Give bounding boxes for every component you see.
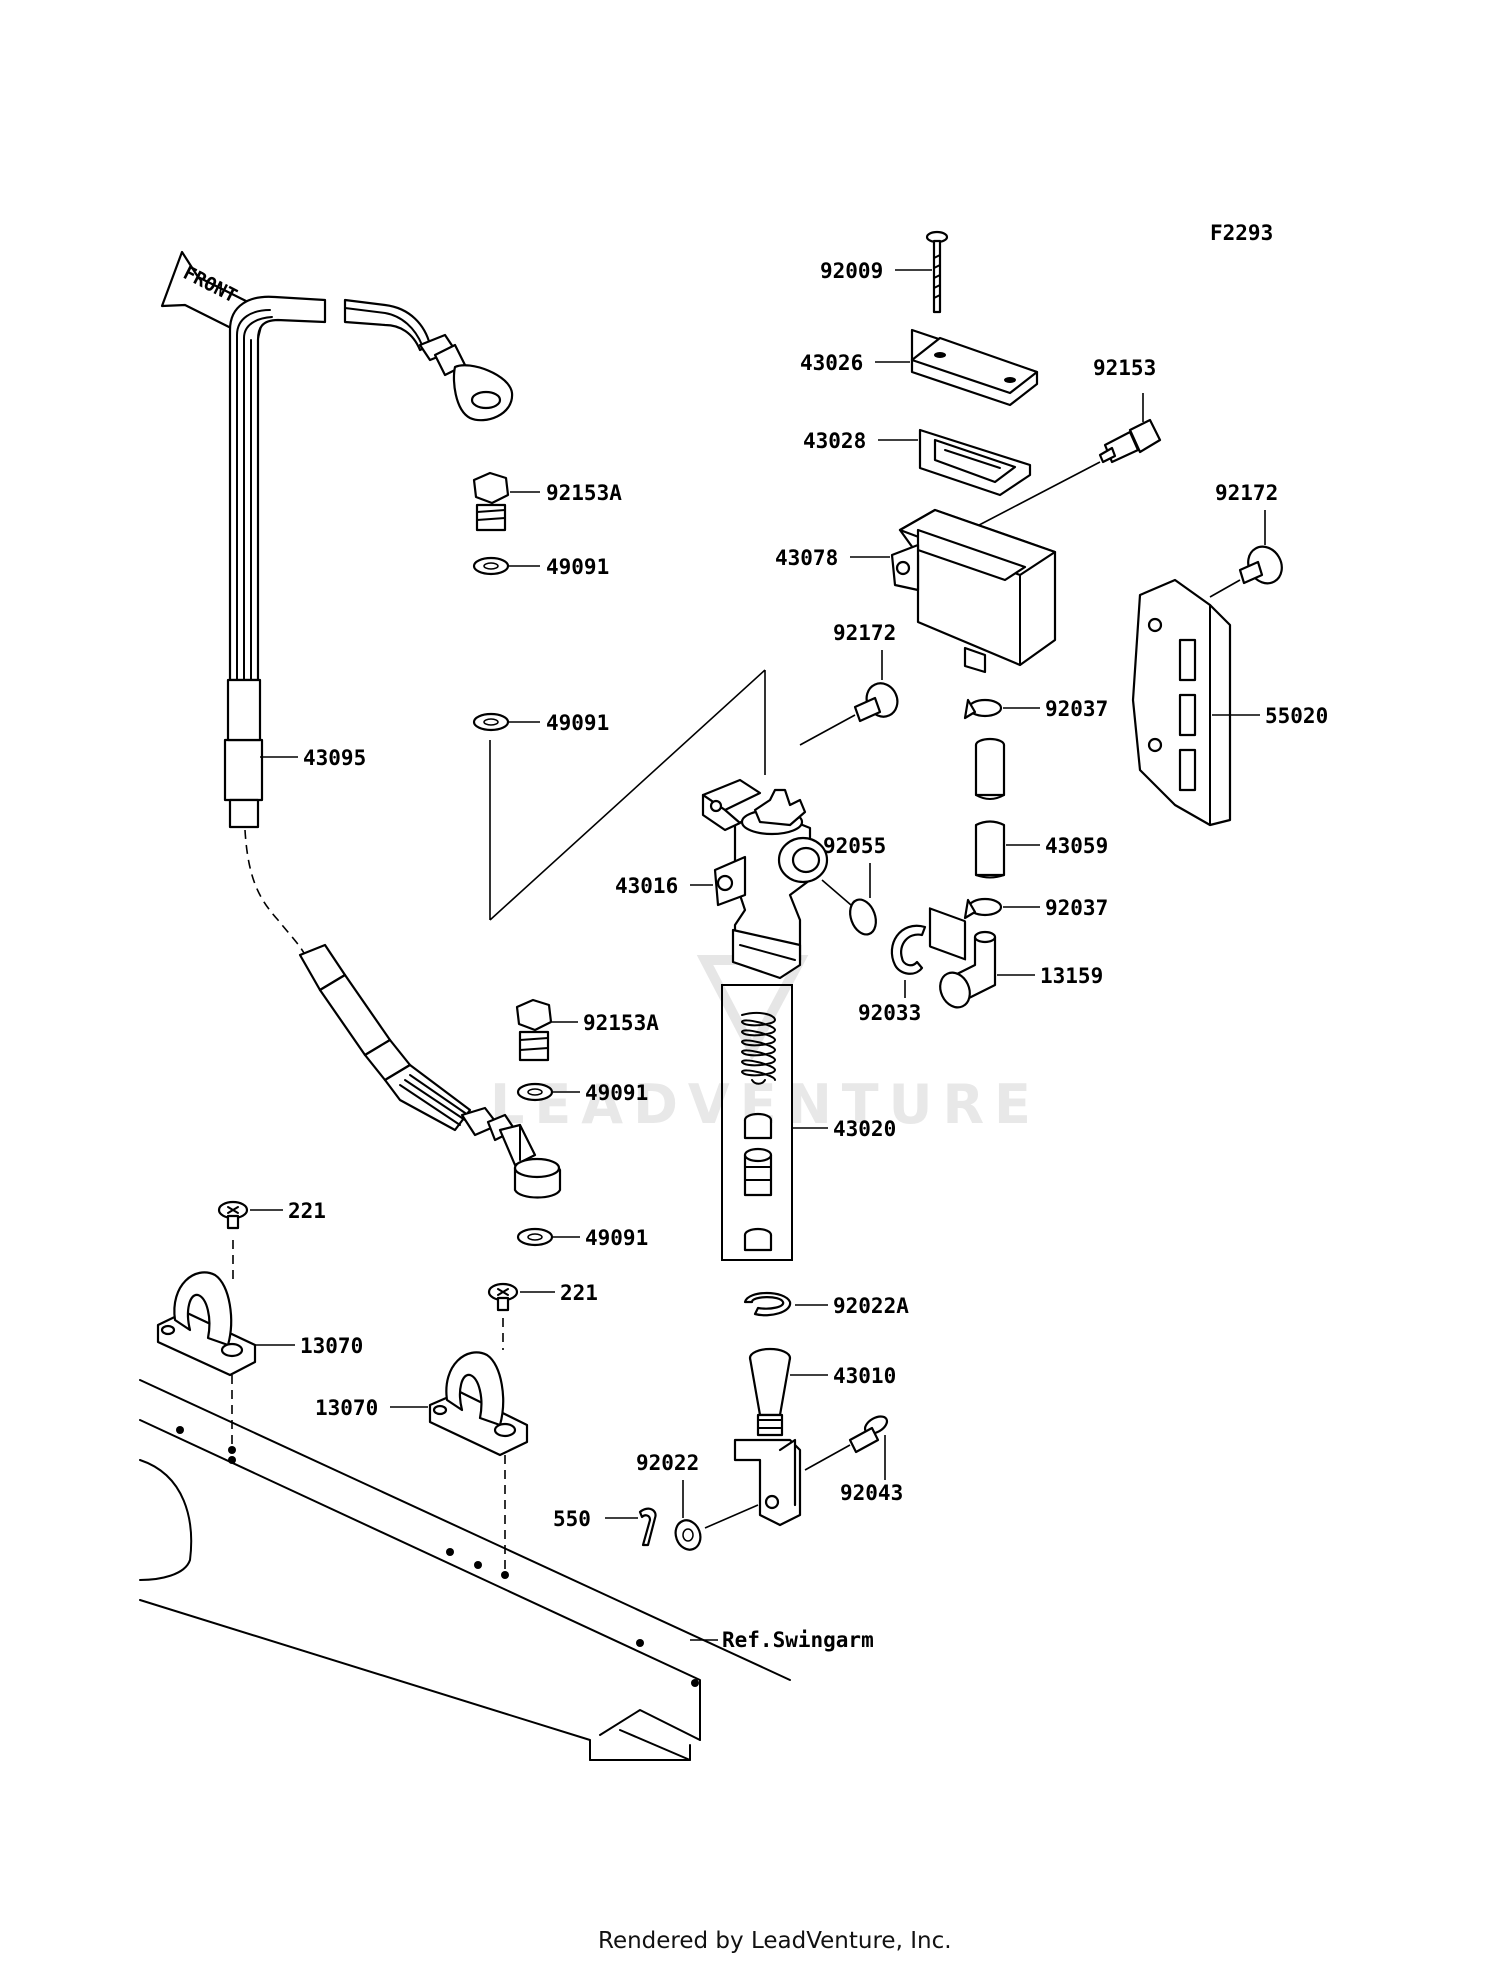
clamp-92037-bottom [963,897,1003,920]
part-label-92153A-top: 92153A [546,481,622,505]
bolt-92172-master [853,682,899,723]
part-label-92009: 92009 [820,259,883,283]
part-label-13070-a: 13070 [300,1334,363,1358]
master-cylinder-43016 [701,778,829,980]
part-label-49091-a: 49091 [546,555,609,579]
banjo-bolt-92153A-top [472,471,510,532]
bracket-13070-a [156,1271,257,1377]
part-label-92037-bottom: 92037 [1045,896,1108,920]
screw-221-b [487,1282,519,1312]
part-label-92022: 92022 [636,1451,699,1475]
part-label-43010: 43010 [833,1364,896,1388]
ref-swingarm-label: Ref.Swingarm [722,1628,874,1652]
banjo-fitting-lower [513,1157,562,1199]
circlip-92033 [890,924,927,975]
part-label-92033: 92033 [858,1001,921,1025]
brake-hose-43095-lower [298,943,537,1167]
part-label-49091-d: 49091 [585,1226,648,1250]
snapring-92022A [743,1291,792,1317]
part-label-92153A-bottom: 92153A [583,1011,659,1035]
part-label-13070-b: 13070 [315,1396,378,1420]
figure-code: F2293 [1210,221,1273,245]
part-label-43026: 43026 [800,351,863,375]
part-label-49091-b: 49091 [546,711,609,735]
part-label-550: 550 [553,1507,591,1531]
part-label-92043: 92043 [840,1481,903,1505]
part-label-43078: 43078 [775,546,838,570]
part-label-43016: 43016 [615,874,678,898]
footer-credit: Rendered by LeadVenture, Inc. [598,1928,952,1954]
elbow-13159 [939,930,997,1009]
guard-55020 [1131,578,1232,827]
hose-43059-lower [974,820,1006,879]
part-label-43020: 43020 [833,1117,896,1141]
part-label-43095: 43095 [303,746,366,770]
brake-hose-43095 [223,295,514,829]
cotter-pin-550 [638,1507,657,1547]
piston-kit-43020 [721,984,793,1261]
bracket-13070-b [428,1351,529,1457]
swingarm-reference [139,1379,791,1761]
pin-92043 [848,1415,889,1454]
diaphragm-43028 [918,428,1032,497]
bolt-92172-guard [1238,545,1283,585]
pushrod-43010 [733,1347,802,1527]
clamp-92037-top [963,698,1003,720]
part-label-221-a: 221 [288,1199,326,1223]
hose-43059-upper [974,737,1006,800]
reservoir-cap-43026 [910,328,1039,407]
screw-92009 [925,230,949,314]
oring-92055 [849,898,877,936]
part-label-221-b: 221 [560,1281,598,1305]
banjo-bolt-92153A-bottom [515,998,553,1062]
part-label-55020: 55020 [1265,704,1328,728]
screw-221-a [217,1200,249,1230]
bolt-92153 [1098,418,1162,464]
reservoir-43078 [890,508,1057,961]
part-label-13159: 13159 [1040,964,1103,988]
part-label-92055: 92055 [823,834,886,858]
part-label-92172-top: 92172 [1215,481,1278,505]
part-label-92153: 92153 [1093,356,1156,380]
part-label-43028: 43028 [803,429,866,453]
part-label-92022A: 92022A [833,1294,909,1318]
part-label-92037-top: 92037 [1045,697,1108,721]
part-label-92172-mid: 92172 [833,621,896,645]
part-label-49091-c: 49091 [585,1081,648,1105]
part-label-43059: 43059 [1045,834,1108,858]
